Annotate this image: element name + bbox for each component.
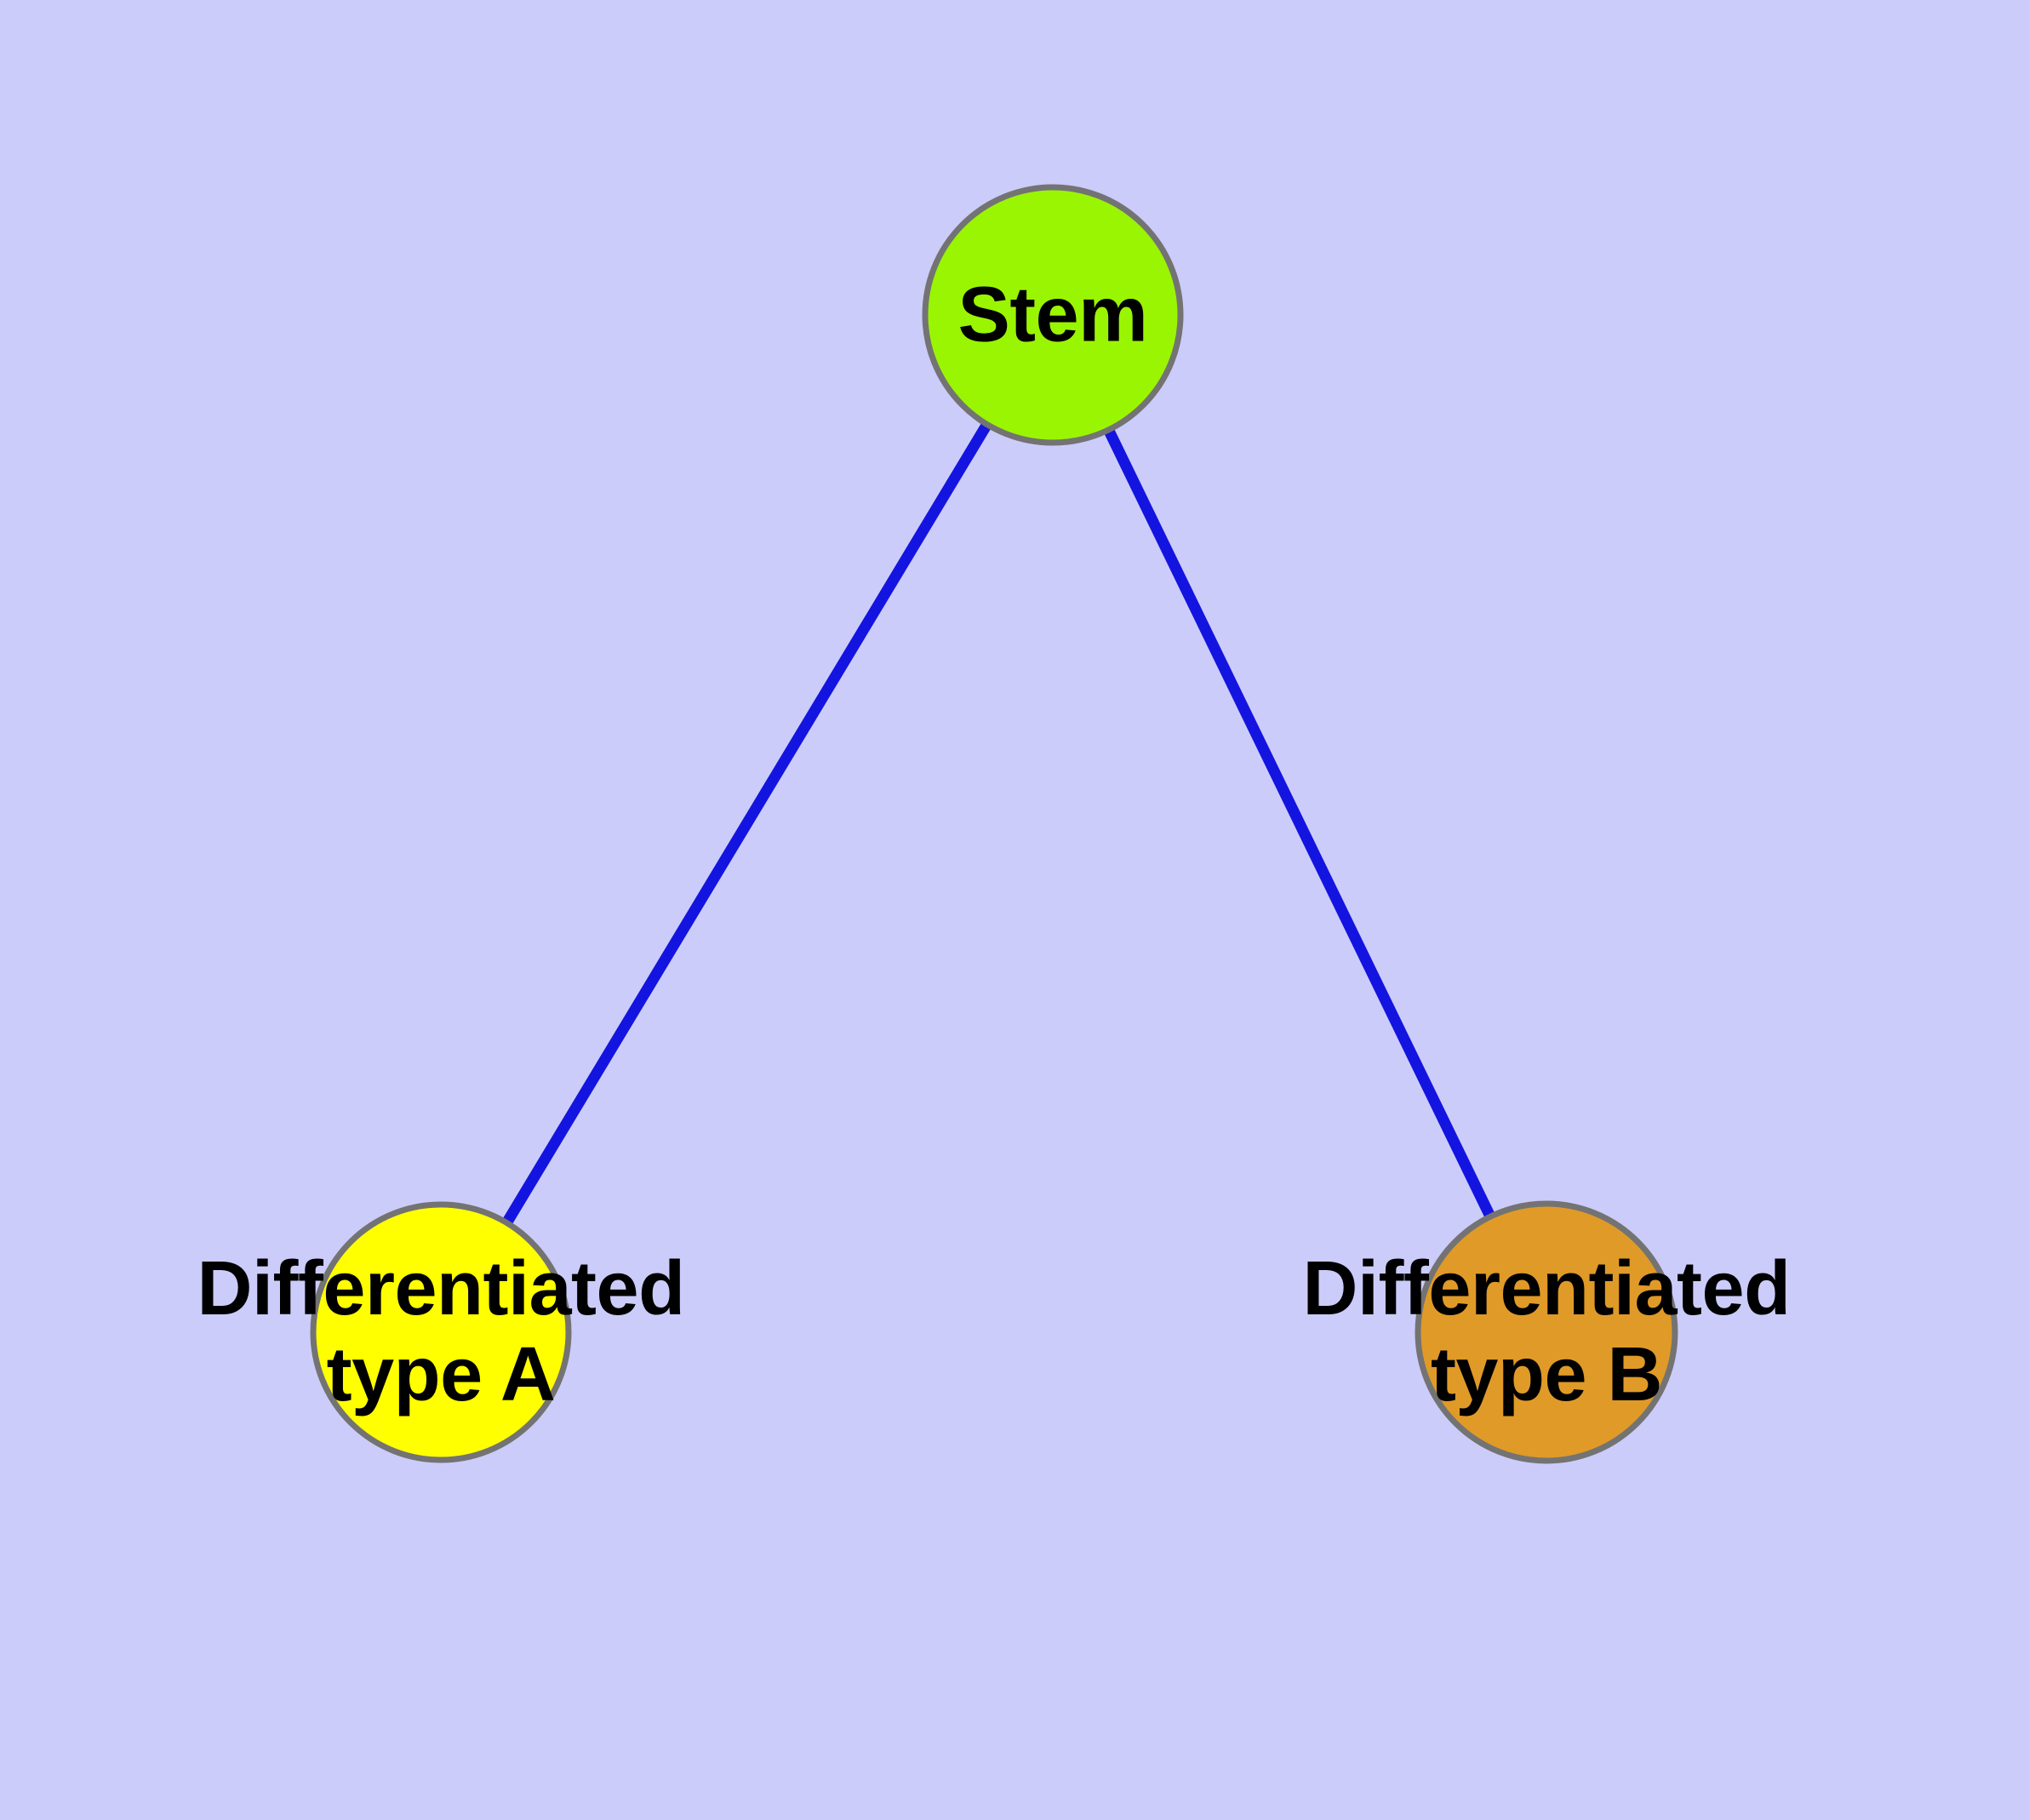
node-layer (310, 184, 1678, 1464)
node-circle-diff-b[interactable] (1415, 1200, 1678, 1464)
node-circle-stem[interactable] (922, 184, 1184, 446)
edge-layer (436, 312, 1552, 1336)
node-circle-diff-a[interactable] (310, 1201, 572, 1463)
edge-stem-to-differentiated-type-a[interactable] (436, 312, 1058, 1336)
edge-stem-to-differentiated-type-b[interactable] (1048, 312, 1552, 1335)
